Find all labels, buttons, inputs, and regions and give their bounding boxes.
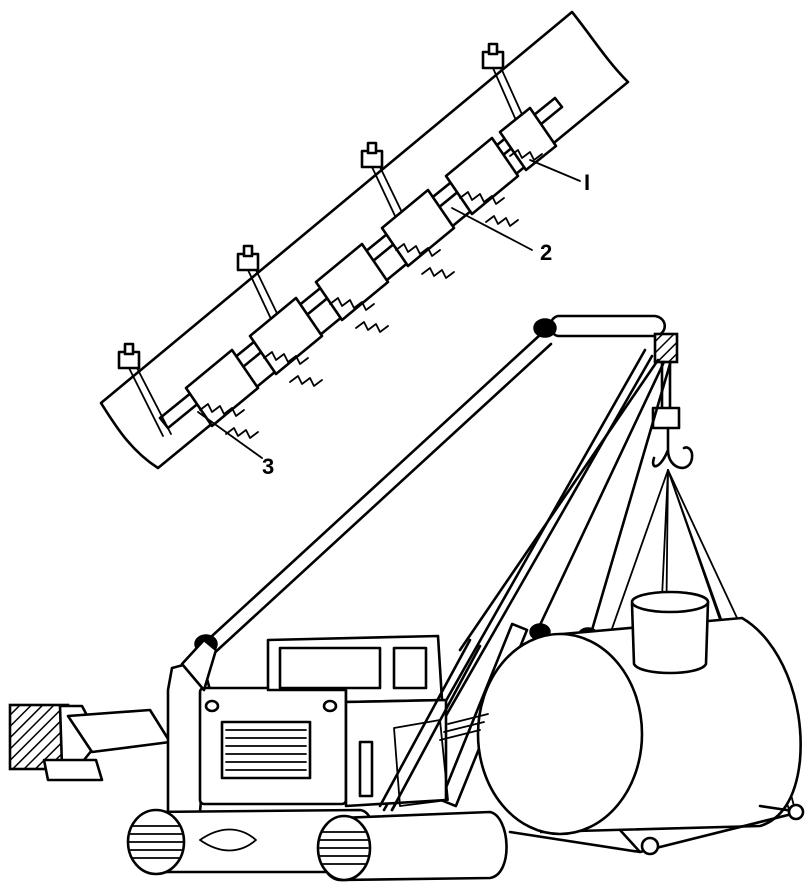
gantry-mesh: [439, 713, 489, 741]
callout-part-3: 3: [262, 454, 274, 479]
boom-top-sheave: [549, 314, 667, 338]
hoist-block: [651, 332, 694, 470]
clamp-jaws: [184, 106, 558, 439]
leader-line-part-3: [197, 411, 263, 459]
engine-grille: [220, 720, 312, 780]
cylindrical-tank: [476, 590, 805, 856]
cab-window: [278, 646, 382, 690]
boom-mast-bracket: [180, 638, 218, 692]
clamp-jaw: [498, 106, 558, 172]
clamp-jaw: [380, 188, 456, 279]
tank-end-face: [476, 632, 644, 836]
detail-clamp-assembly: I 2 3: [99, 10, 630, 479]
crane-hook: [651, 426, 694, 470]
leader-line-part-1: [529, 159, 581, 182]
boom-pin: [533, 318, 557, 338]
clamp-jaw: [248, 296, 324, 387]
clamp-jaw: [314, 242, 390, 333]
callout-part-2: 2: [540, 240, 552, 265]
bolt: [117, 342, 172, 437]
hoist-block-head: [653, 332, 679, 364]
cab-window-side: [392, 646, 428, 690]
detail-pipe-section: [99, 10, 630, 470]
counterweight: [8, 703, 70, 771]
clamp-jaw: [444, 136, 520, 227]
callout-part-1: I: [584, 170, 590, 195]
clamp-jaw: [184, 348, 260, 439]
crawler-chassis: [8, 634, 508, 882]
leader-line-part-2: [451, 207, 533, 251]
crane-boom: [194, 314, 667, 659]
bolt-group: [117, 42, 531, 437]
